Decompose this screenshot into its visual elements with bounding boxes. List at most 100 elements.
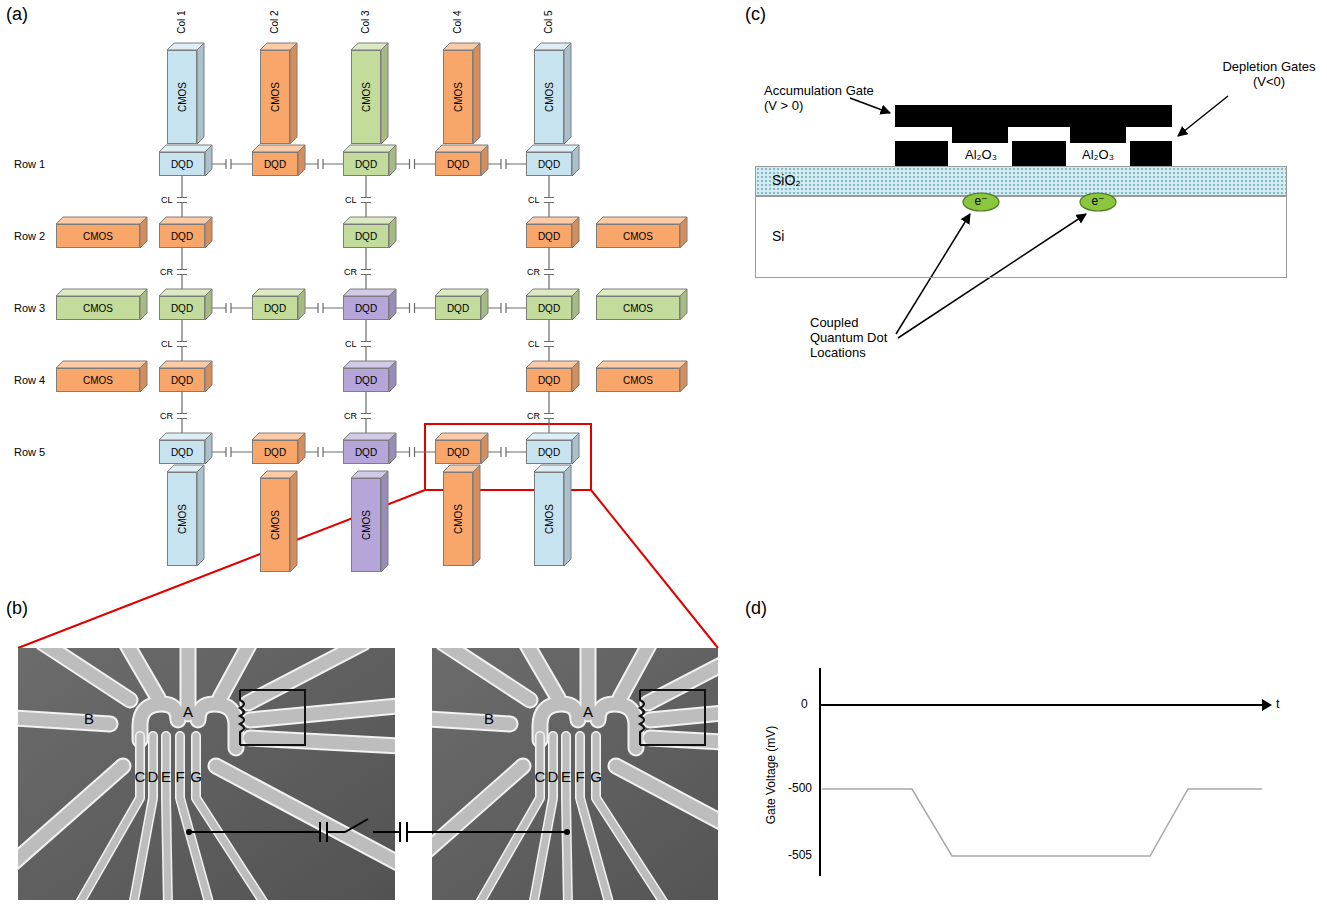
chip-block: DQD [159, 224, 205, 248]
chip-block: DQD [343, 296, 389, 320]
chip-block: CMOS [56, 224, 140, 248]
gate-label: A [583, 703, 593, 720]
block-side-face [389, 217, 396, 248]
node-text: DQD [171, 231, 193, 242]
node-text: DQD [355, 375, 377, 386]
capacitor-label: CR [527, 267, 540, 277]
capacitor-label: CL [161, 339, 173, 349]
text-holder: DQD [264, 447, 286, 458]
electron-ellipse [1080, 193, 1116, 211]
capacitor-symbol [361, 270, 371, 275]
node-text: DQD [171, 159, 193, 170]
block-side-face [205, 145, 212, 176]
chip-block: CMOS [260, 478, 290, 572]
gate-label: G [190, 768, 202, 785]
block-top-face [56, 289, 147, 296]
block-side-face [680, 217, 687, 248]
chip-block: CMOS [596, 368, 680, 392]
capacitor-symbol [318, 159, 323, 169]
block-side-face [572, 433, 579, 464]
chip-block: DQD [343, 152, 389, 176]
block-top-face [252, 433, 305, 440]
text-holder: e⁻ [1091, 195, 1104, 208]
column-label: Col 2 [269, 10, 281, 33]
text-holder: SiO₂ [772, 173, 801, 188]
text-holder: DQD [447, 303, 469, 314]
text-holder: CMOS [623, 303, 653, 314]
text-holder: CMOS [177, 82, 188, 112]
capacitor-symbol [361, 342, 371, 347]
row-label: Row 4 [14, 374, 45, 387]
capacitor-symbol [361, 414, 371, 419]
block-side-face [197, 43, 204, 144]
electron-dot: e⁻ [1079, 192, 1117, 212]
node-text: DQD [171, 447, 193, 458]
capacitor-symbol [544, 270, 554, 275]
gate-label: F [175, 768, 184, 785]
chip-block: DQD [435, 152, 481, 176]
oxide-layer: SiO₂ [755, 166, 1287, 196]
chip-block: DQD [159, 296, 205, 320]
row-label: Row 3 [14, 302, 45, 315]
text-holder: DQD [171, 159, 193, 170]
node-text: DQD [538, 303, 560, 314]
axis-title: Gate Voltage (mV) [765, 726, 779, 825]
text-holder: CMOS [453, 82, 464, 112]
block-top-face [159, 433, 212, 440]
text-holder: DQD [538, 231, 560, 242]
column-label: Col 4 [452, 10, 464, 33]
block-side-face [680, 361, 687, 392]
block-side-face [572, 145, 579, 176]
axis-tick-label: 0 [801, 698, 808, 712]
capacitor-symbol [226, 303, 231, 313]
block-side-face [140, 361, 147, 392]
chip-block: CMOS [167, 472, 197, 566]
block-side-face [473, 43, 480, 144]
text-holder: CMOS [83, 375, 113, 386]
sem-image [18, 648, 395, 900]
chip-block: DQD [159, 368, 205, 392]
node-text: DQD [355, 303, 377, 314]
capacitor-symbol [177, 198, 187, 203]
axis-tick-label: -500 [788, 782, 812, 796]
block-top-face [159, 289, 212, 296]
annotation-label: Accumulation Gate (V > 0) [764, 84, 874, 114]
node-text: DQD [171, 303, 193, 314]
chip-block: CMOS [534, 50, 564, 144]
capacitor-symbol [318, 447, 323, 457]
node-text: DQD [538, 375, 560, 386]
block-side-face [298, 145, 305, 176]
node-text: CMOS [83, 375, 113, 386]
capacitor-label: CR [527, 411, 540, 421]
block-side-face [205, 289, 212, 320]
block-side-face [481, 433, 488, 464]
block-top-face [596, 289, 687, 296]
block-side-face [389, 361, 396, 392]
text-holder: CMOS [361, 82, 372, 112]
capacitor-symbol [177, 414, 187, 419]
block-side-face [205, 433, 212, 464]
chip-block: DQD [526, 152, 572, 176]
chip-block: CMOS [596, 224, 680, 248]
block-side-face [290, 43, 297, 144]
capacitor-symbol [544, 414, 554, 419]
selection-box [18, 424, 718, 648]
panel-label: (d) [745, 598, 767, 619]
capacitor-label: CL [528, 339, 540, 349]
node-text: CMOS [544, 82, 555, 112]
block-side-face [140, 289, 147, 320]
block-side-face [481, 145, 488, 176]
chip-block: CMOS [351, 478, 381, 572]
capacitor-symbol [226, 159, 231, 169]
block-top-face [526, 145, 579, 152]
block-top-face [343, 145, 396, 152]
panel-label: (c) [745, 4, 766, 25]
text-holder: Si [772, 229, 784, 244]
node-text: DQD [447, 159, 469, 170]
block-top-face [435, 433, 488, 440]
text-holder: CMOS [177, 504, 188, 534]
row-label: Row 2 [14, 230, 45, 243]
capacitor-symbol [410, 447, 415, 457]
text-holder: CMOS [270, 510, 281, 540]
block-side-face [572, 217, 579, 248]
